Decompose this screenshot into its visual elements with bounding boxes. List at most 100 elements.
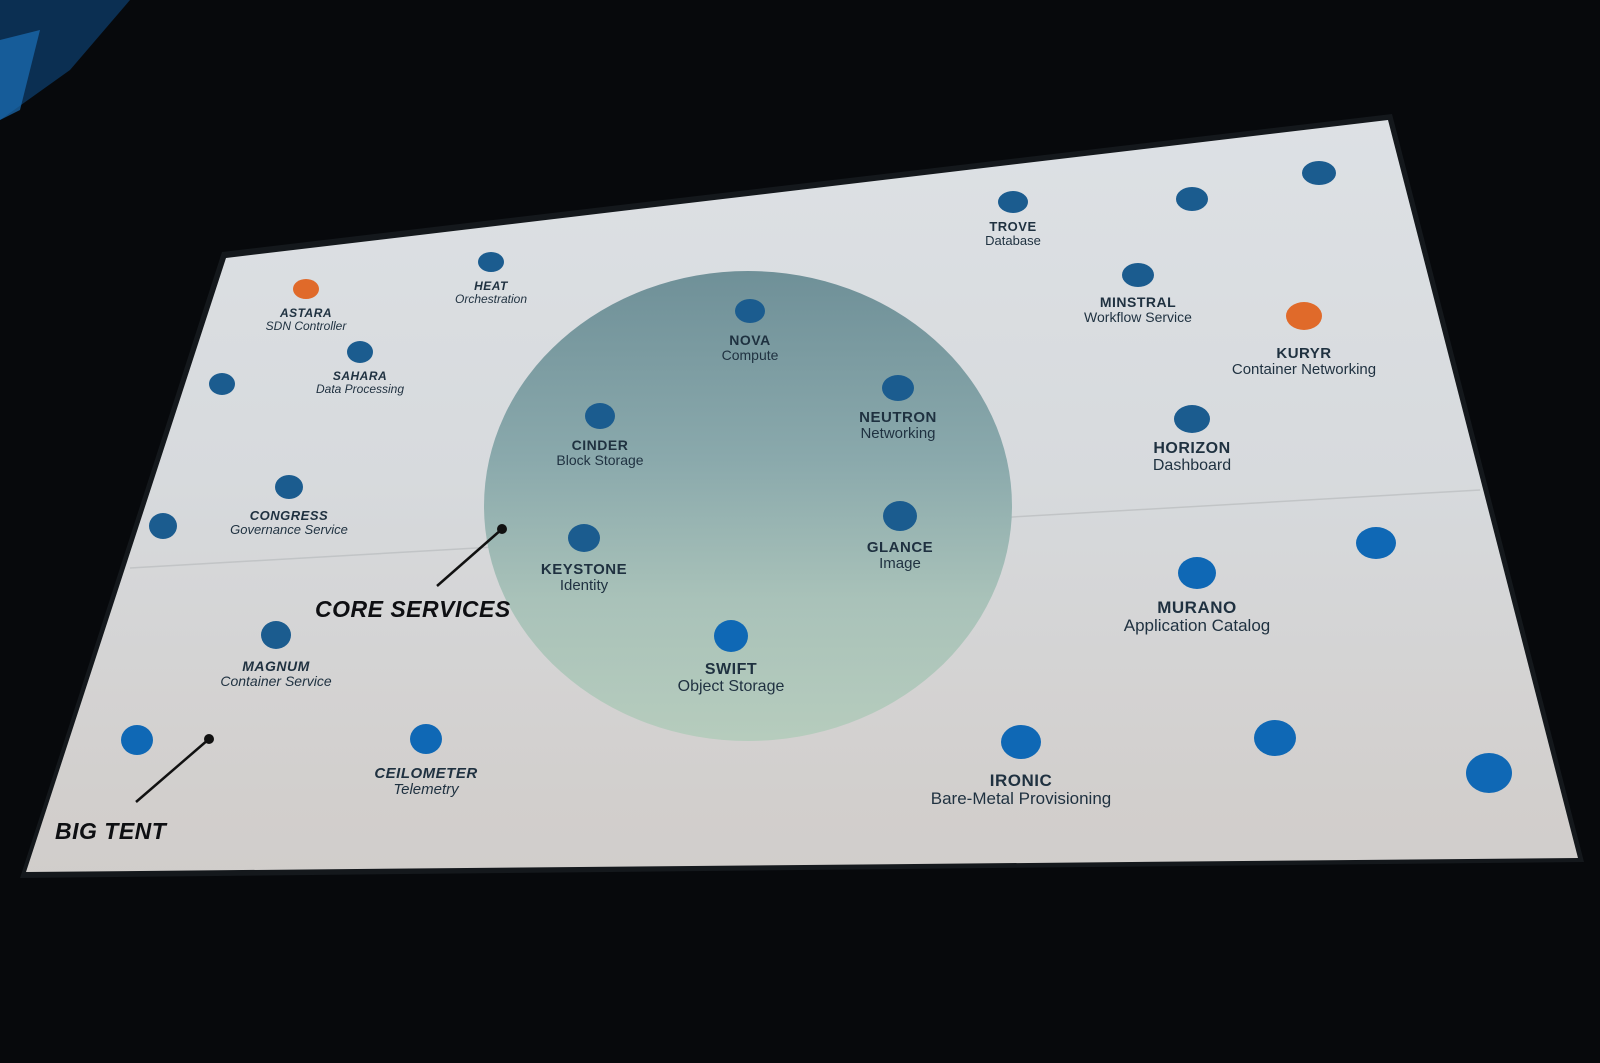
node-label: GLANCE Image (867, 540, 933, 572)
node-dot (275, 475, 303, 499)
node-label: MAGNUM Container Service (220, 659, 331, 688)
unlabeled-project-dot (1254, 720, 1296, 756)
service-desc: Container Service (220, 672, 332, 689)
service-name: KEYSTONE (540, 561, 628, 578)
node-label: CEILOMETER Telemetry (374, 766, 477, 798)
node-astara: ASTARA SDN Controller (266, 279, 346, 332)
service-name: MAGNUM (242, 658, 310, 674)
service-desc: Block Storage (556, 451, 644, 468)
service-desc: Dashboard (1152, 456, 1232, 474)
node-heat: HEAT Orchestration (455, 252, 527, 305)
service-desc: Identity (559, 576, 609, 594)
node-label: MINSTRAL Workflow Service (1084, 295, 1192, 324)
node-neutron: NEUTRON Networking (859, 375, 936, 441)
node-dot (1001, 725, 1041, 759)
node-kuryr: KURYR Container Networking (1232, 302, 1376, 377)
big-tent-callout: BIG TENT (55, 818, 167, 844)
service-desc: Database (985, 232, 1041, 248)
service-name: SAHARA (332, 369, 388, 383)
node-dot (568, 524, 600, 552)
service-desc: Compute (721, 346, 779, 363)
node-label: HORIZON Dashboard (1152, 440, 1232, 475)
node-dot (998, 191, 1028, 213)
service-name: HEAT (474, 279, 508, 293)
node-label: TROVE Database (985, 220, 1041, 247)
unlabeled-project-dot (149, 513, 177, 539)
big-tent-leader-dot (204, 734, 214, 744)
node-label: IRONIC Bare-Metal Provisioning (931, 772, 1111, 808)
service-desc: Image (879, 554, 921, 572)
node-label: HEAT Orchestration (455, 280, 527, 305)
service-name: NEUTRON (859, 409, 937, 426)
node-label: KURYR Container Networking (1232, 346, 1376, 378)
service-desc: Telemetry (393, 780, 459, 798)
node-dot (261, 621, 291, 649)
service-desc: Bare-Metal Provisioning (930, 788, 1112, 808)
ceiling-light (0, 0, 130, 120)
unlabeled-project-dot (209, 373, 235, 395)
service-name: MINSTRAL (1099, 294, 1177, 310)
service-name: ASTARA (279, 306, 333, 320)
core-services-leader (436, 528, 503, 587)
service-desc: Orchestration (454, 291, 528, 306)
node-nova: NOVA Compute (722, 299, 778, 362)
node-magnum: MAGNUM Container Service (220, 621, 332, 688)
node-dot (585, 403, 615, 429)
node-dot (882, 375, 914, 401)
service-name: CEILOMETER (374, 765, 478, 782)
service-name: MURANO (1157, 598, 1237, 617)
node-label: MURANO Application Catalog (1124, 599, 1270, 635)
node-label: SAHARA Data Processing (316, 370, 404, 395)
node-ceilometer: CEILOMETER Telemetry (374, 724, 477, 797)
node-dot (1178, 557, 1216, 589)
node-dot (735, 299, 765, 323)
node-dot (883, 501, 917, 531)
unlabeled-project-dot (1302, 161, 1336, 185)
node-label: NOVA Compute (722, 333, 779, 362)
service-name: KURYR (1276, 345, 1332, 362)
big-tent-leader (135, 738, 210, 803)
node-swift: SWIFT Object Storage (678, 620, 784, 695)
unlabeled-project-dot (1356, 527, 1396, 559)
service-name: SWIFT (704, 661, 758, 678)
service-name: NOVA (729, 332, 771, 348)
node-cinder: CINDER Block Storage (556, 403, 644, 467)
node-congress: CONGRESS Governance Service (230, 475, 348, 536)
node-dot (1174, 405, 1210, 433)
service-name: CONGRESS (249, 508, 329, 523)
node-dot (410, 724, 442, 754)
node-label: CONGRESS Governance Service (230, 509, 348, 536)
unlabeled-project-dot (121, 725, 153, 755)
node-minstral: MINSTRAL Workflow Service (1084, 263, 1192, 324)
ceiling-light-glow (0, 30, 40, 120)
node-dot (1286, 302, 1322, 330)
node-dot (478, 252, 504, 272)
core-services-leader-dot (497, 524, 507, 534)
service-desc: Data Processing (315, 381, 405, 396)
node-ironic: IRONIC Bare-Metal Provisioning (931, 725, 1111, 807)
node-label: KEYSTONE Identity (541, 562, 627, 594)
service-desc: SDN Controller (265, 318, 347, 333)
node-glance: GLANCE Image (867, 501, 933, 571)
service-desc: Governance Service (230, 521, 348, 537)
service-desc: Workflow Service (1084, 308, 1192, 325)
service-desc: Networking (860, 424, 936, 442)
node-dot (714, 620, 748, 652)
node-keystone: KEYSTONE Identity (541, 524, 627, 593)
service-desc: Application Catalog (1123, 615, 1271, 635)
service-name: IRONIC (989, 771, 1053, 790)
node-sahara: SAHARA Data Processing (316, 341, 404, 395)
service-desc: Object Storage (677, 677, 785, 695)
node-trove: TROVE Database (985, 191, 1041, 247)
node-label: NEUTRON Networking (859, 410, 937, 442)
service-name: GLANCE (866, 539, 934, 556)
node-horizon: HORIZON Dashboard (1153, 405, 1231, 474)
service-desc: Container Networking (1231, 360, 1377, 378)
service-name: HORIZON (1153, 440, 1231, 457)
service-name: TROVE (989, 219, 1037, 234)
unlabeled-project-dot (1466, 753, 1512, 793)
core-services-circle (484, 271, 1012, 741)
node-murano: MURANO Application Catalog (1124, 557, 1270, 634)
